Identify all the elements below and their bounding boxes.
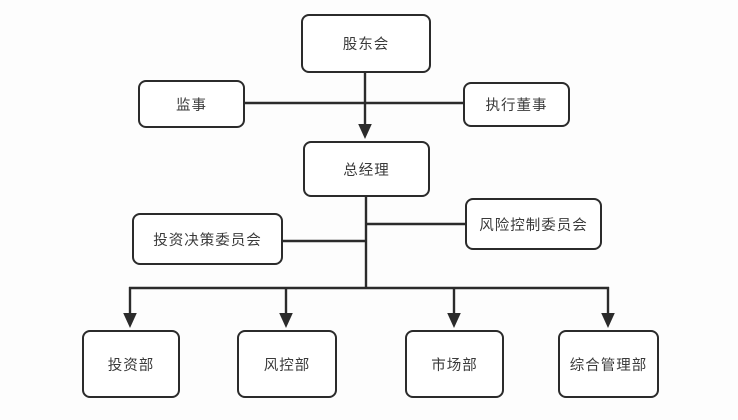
node-investment-decision-committee-label: 投资决策委员会: [153, 232, 262, 249]
node-general-manager: 总经理: [303, 141, 430, 197]
node-supervisor: 监事: [138, 80, 245, 128]
node-investment-dept: 投资部: [82, 330, 180, 398]
node-executive-director: 执行董事: [463, 82, 570, 127]
node-general-admin-dept: 综合管理部: [558, 330, 659, 398]
node-risk-control-committee: 风险控制委员会: [465, 198, 602, 250]
edge-drop-marketing-dept-arrowhead: [447, 313, 461, 328]
node-marketing-dept: 市场部: [405, 330, 504, 398]
edge-drop-risk-dept-arrowhead: [279, 313, 293, 328]
edge-drop-investment-dept-arrowhead: [123, 313, 137, 328]
node-investment-decision-committee: 投资决策委员会: [132, 213, 283, 265]
node-risk-control-committee-label: 风险控制委员会: [479, 217, 588, 234]
node-executive-director-label: 执行董事: [485, 98, 548, 114]
node-general-manager-label: 总经理: [343, 162, 390, 179]
node-investment-dept-label: 投资部: [107, 357, 155, 374]
node-shareholders: 股东会: [301, 14, 431, 73]
node-marketing-dept-label: 市场部: [431, 357, 478, 374]
edge-drop-admin-dept-arrowhead: [601, 313, 615, 328]
node-general-admin-dept-label: 综合管理部: [569, 357, 648, 374]
node-risk-control-dept: 风控部: [237, 330, 337, 398]
node-risk-control-dept-label: 风控部: [263, 357, 311, 374]
node-supervisor-label: 监事: [176, 97, 207, 114]
edge-shareholders-gm-arrowhead: [358, 124, 372, 139]
node-shareholders-label: 股东会: [342, 37, 390, 53]
